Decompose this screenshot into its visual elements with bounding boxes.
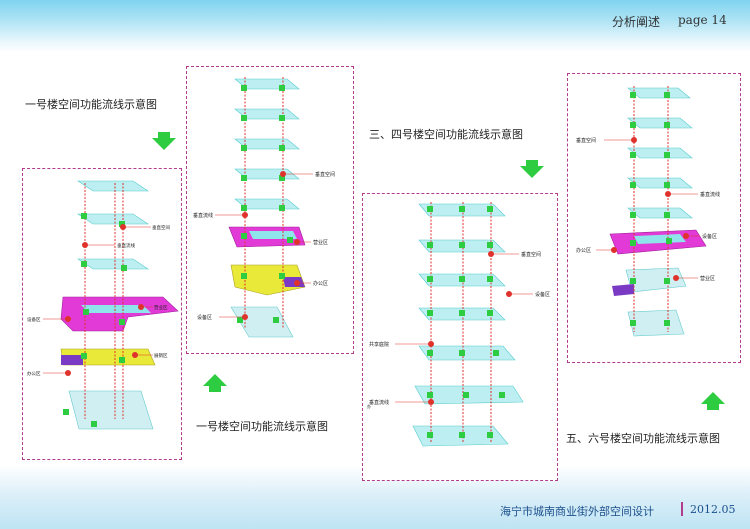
page-number: page 14 (678, 13, 727, 27)
caption-building1-top: 一号楼空间功能流线示意图 (25, 98, 157, 111)
label-equipment: 设备区 (702, 233, 717, 240)
label-business: 营业区 (154, 304, 168, 311)
label-lobby: 展销区 (154, 352, 168, 359)
label-business: 营业区 (700, 275, 715, 282)
diagram-frame-building1: 垂直空间 垂直流线 营业区 展销区 设备区 办公区 (22, 168, 182, 460)
caption-building56: 五、六号楼空间功能流线示意图 (566, 432, 720, 445)
diagram-frame-building1-tower: 垂直空间 垂直流线 营业区 办公区 设备区 (186, 66, 354, 354)
arrow-up-icon (701, 392, 725, 410)
label-equipment: 设备区 (197, 314, 212, 321)
label-vertical-space: 垂直空间 (315, 171, 335, 178)
diagram-frame-building34: 垂直空间 设备区 共享庭院 垂直流线 办 (362, 193, 558, 481)
label-equipment: 设备区 (535, 291, 550, 298)
caption-building1-bottom: 一号楼空间功能流线示意图 (196, 420, 328, 433)
label-office: 办公区 (576, 247, 591, 254)
label-equipment: 设备区 (27, 316, 41, 323)
label-vertical-flow: 垂直流线 (369, 399, 389, 406)
label-office: 办公区 (27, 370, 41, 377)
label-vertical-space: 垂直空间 (152, 224, 170, 231)
label-vertical-flow: 垂直流线 (117, 242, 135, 249)
building56-diagram: 垂直空间 垂直流线 办公区 设备区 营业区 (576, 86, 720, 337)
label-shared-hall: 共享庭院 (369, 341, 389, 348)
arrow-down-icon (520, 160, 544, 178)
label-office: 办公区 (313, 280, 328, 287)
building1-diagram: 垂直空间 垂直流线 营业区 展销区 设备区 办公区 (27, 180, 179, 430)
label-misc: 办 (367, 403, 371, 409)
building1-tower-diagram: 垂直空间 垂直流线 营业区 办公区 设备区 (193, 77, 335, 338)
arrow-down-icon (152, 132, 176, 150)
label-business: 营业区 (313, 239, 328, 246)
label-vertical-flow: 垂直流线 (193, 212, 213, 219)
diagram-frame-building56: 垂直空间 垂直流线 办公区 设备区 营业区 (567, 73, 741, 363)
arrow-up-icon (203, 374, 227, 392)
footer-project: 海宁市城南商业街外部空间设计 (500, 505, 654, 518)
building34-diagram: 垂直空间 设备区 共享庭院 垂直流线 办 (367, 202, 550, 447)
footer-divider (681, 502, 683, 516)
section-title: 分析阐述 (612, 15, 661, 29)
caption-building34: 三、四号楼空间功能流线示意图 (369, 128, 523, 141)
label-vertical-space: 垂直空间 (521, 251, 541, 258)
footer-date: 2012.05 (690, 503, 736, 516)
label-vertical-flow: 垂直流线 (700, 191, 720, 198)
label-vertical-space: 垂直空间 (576, 137, 596, 144)
header-band (0, 0, 750, 52)
